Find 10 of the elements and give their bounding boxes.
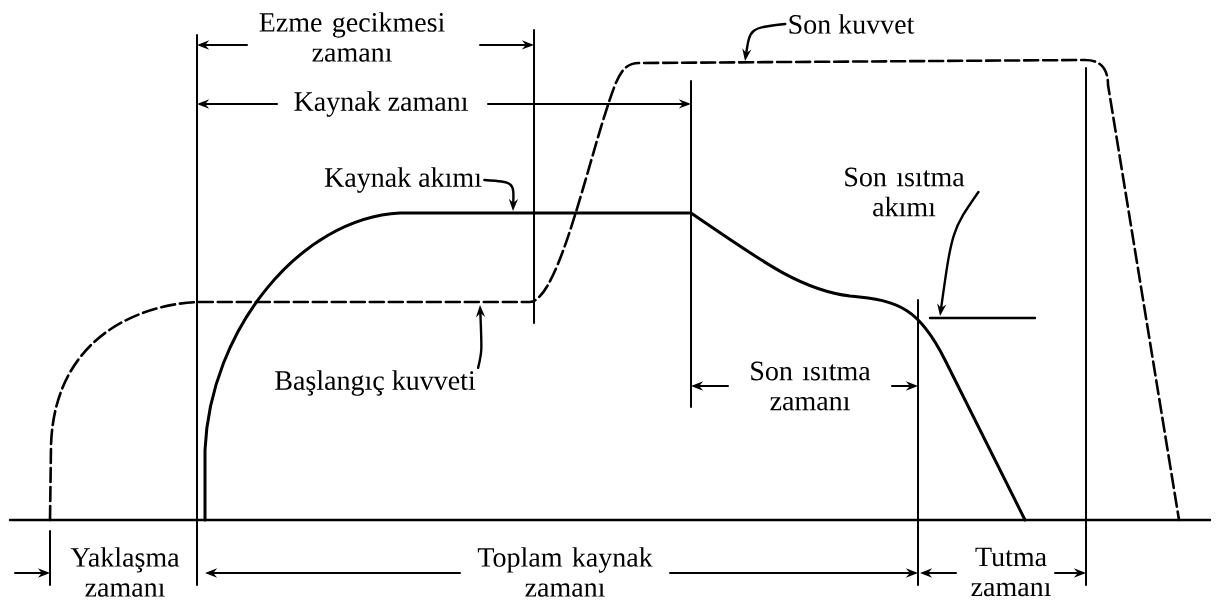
dimension-label: Tutma zamanı — [971, 547, 1051, 597]
callout-text: Başlangıç kuvveti — [275, 370, 476, 396]
dimension-label: Yaklaşma zamanı — [70, 547, 180, 597]
dimension-label: Kaynak zamanı — [294, 91, 468, 117]
callout-text: Son kuvvet — [789, 14, 915, 34]
dimension-label: Toplam kaynak zamanı — [477, 547, 653, 597]
callout-text: Kaynak akımı — [324, 167, 482, 193]
dimension-label: Ezme gecikmesi zamanı — [259, 12, 445, 62]
dimension-label: Son ısıtma zamanı — [751, 361, 871, 411]
callout-text: Son ısıtma akımı — [845, 167, 965, 217]
